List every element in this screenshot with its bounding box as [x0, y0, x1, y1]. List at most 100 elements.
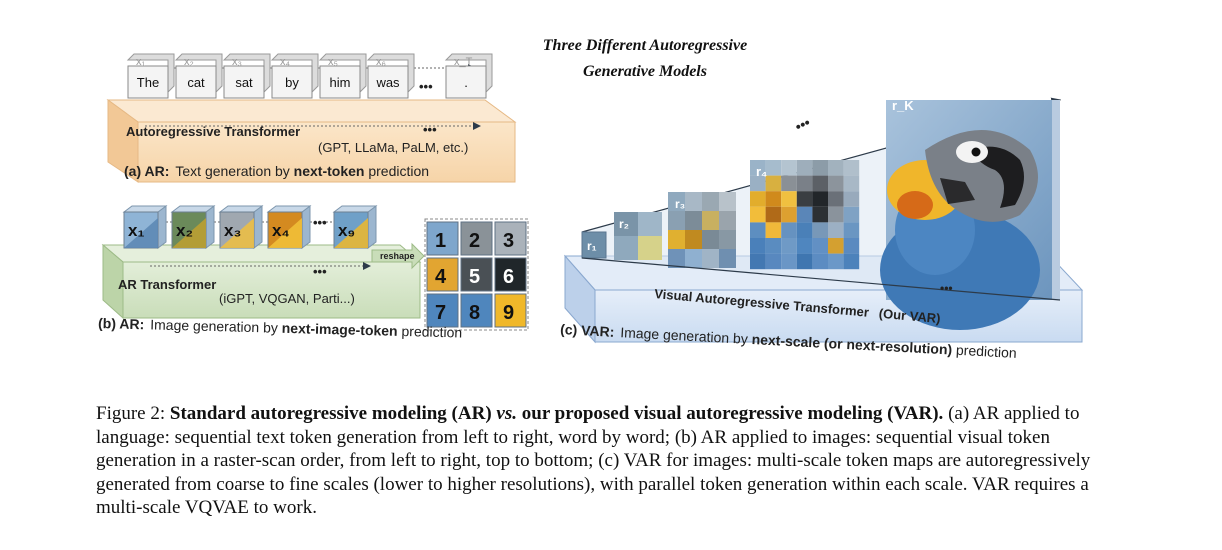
r4-token [781, 206, 797, 223]
caption-bold-1: Standard autoregressive modeling (AR) [169, 403, 492, 424]
text-token-box: by x₄ [270, 53, 319, 99]
r4-token [781, 160, 797, 176]
r4-token [796, 191, 813, 207]
r4-token [796, 253, 813, 270]
text-token-index: x₄ [280, 56, 291, 68]
text-token-word: him [330, 75, 351, 90]
ar-image-ellipsis-bottom: ••• [313, 264, 327, 279]
r4-token [750, 238, 766, 254]
r4-token [828, 191, 844, 207]
grid-token-number: 9 [503, 302, 514, 324]
image-patch-token: x₁ [122, 205, 168, 249]
scale-rk-parrot-image: r_K [880, 98, 1060, 330]
r3-token [719, 230, 736, 249]
r4-token [781, 175, 797, 192]
grid-token-cell: 4 [426, 257, 459, 292]
reshape-label: reshape [380, 251, 415, 261]
figure-title-line1: Three Different Autoregressive [543, 37, 747, 54]
scale-r1: r₁ [581, 231, 607, 259]
grid-token-number: 4 [435, 266, 447, 288]
scale-r2: r₂ [614, 212, 662, 260]
scale-r2-label: r₂ [619, 217, 629, 231]
r3-token [702, 249, 719, 268]
scale-rk-label: r_K [892, 98, 914, 113]
r3-token [685, 192, 702, 211]
r4-token [796, 206, 813, 223]
r4-token [828, 160, 844, 176]
image-patch-label: x₄ [272, 221, 290, 240]
grid-token-cell: 1 [426, 221, 459, 256]
r4-token [750, 206, 766, 223]
r4-token [812, 222, 828, 238]
panel-c: ••• r₁ r₂ r₃ r₄ [560, 97, 1084, 361]
image-patch-label: x₂ [176, 221, 193, 240]
r4-token [750, 191, 766, 207]
grid-token-number: 2 [469, 230, 480, 252]
ar-ellipsis-top: ••• [419, 79, 433, 94]
r4-token [812, 175, 828, 192]
r4-token [765, 238, 782, 254]
image-patch-token: x₄ [266, 205, 312, 249]
r4-token [781, 191, 797, 207]
image-patch-token: x₉ [332, 205, 378, 249]
r4-token [843, 191, 860, 207]
r4-token [750, 175, 766, 192]
r3-token [668, 192, 685, 211]
grid-token-number: 7 [435, 302, 446, 324]
r3-token [685, 249, 702, 268]
r3-token [702, 230, 719, 249]
panel-b: AR Transformer (iGPT, VQGAN, Parti...) •… [98, 205, 529, 341]
text-token-box: The x₁ [126, 53, 175, 99]
text-token-box: .x_T [444, 53, 493, 99]
text-token-index: x₃ [232, 56, 242, 68]
ar-image-ellipsis-top: ••• [313, 215, 327, 230]
r4-token [765, 160, 782, 176]
scale-r3-label: r₃ [675, 197, 685, 211]
r4-token [750, 253, 766, 270]
r4-token [828, 175, 844, 192]
text-token-index: x₁ [136, 56, 146, 68]
r4-token [765, 175, 782, 192]
r4-token [812, 191, 828, 207]
r3-token [668, 230, 685, 249]
var-ellipsis-bottom: ••• [940, 281, 953, 295]
r4-token [843, 160, 860, 176]
var-ellipsis-top: ••• [793, 114, 813, 135]
text-token-word: was [375, 75, 400, 90]
r4-token [796, 160, 813, 176]
grid-token-cell: 5 [460, 257, 493, 292]
r4-token [796, 175, 813, 192]
image-patch-label: x₁ [128, 221, 145, 240]
scale-r4 [750, 160, 860, 270]
r4-token [828, 206, 844, 223]
figure-label: Figure 2: [96, 403, 166, 424]
r3-token [719, 249, 736, 268]
text-token-word: The [137, 75, 159, 90]
ar-image-transformer-name: AR Transformer [118, 277, 216, 292]
scale-r4-label: r₄ [756, 164, 767, 179]
r4-token [843, 206, 860, 223]
r4-token [843, 175, 860, 192]
panel-b-label: (b) AR:Image generation by next-image-to… [98, 315, 462, 341]
text-token-word: . [464, 75, 468, 90]
r3-token [668, 211, 685, 230]
grid-token-number: 6 [503, 266, 514, 288]
r3-token [685, 230, 702, 249]
ar-transformer-examples: (GPT, LLaMa, PaLM, etc.) [318, 140, 468, 155]
image-patch-token: x₃ [218, 205, 264, 249]
caption-body: (a) AR applied to language: sequential t… [96, 403, 1091, 518]
text-token-word: by [285, 75, 299, 90]
r4-token [828, 238, 844, 254]
r4-token [843, 238, 860, 254]
r4-token [765, 206, 782, 223]
r3-token [719, 211, 736, 230]
figure-canvas: Three Different Autoregressive Generativ… [98, 37, 1084, 361]
grid-token-number: 1 [435, 230, 446, 252]
r3-token [685, 211, 702, 230]
r4-token [812, 238, 828, 254]
